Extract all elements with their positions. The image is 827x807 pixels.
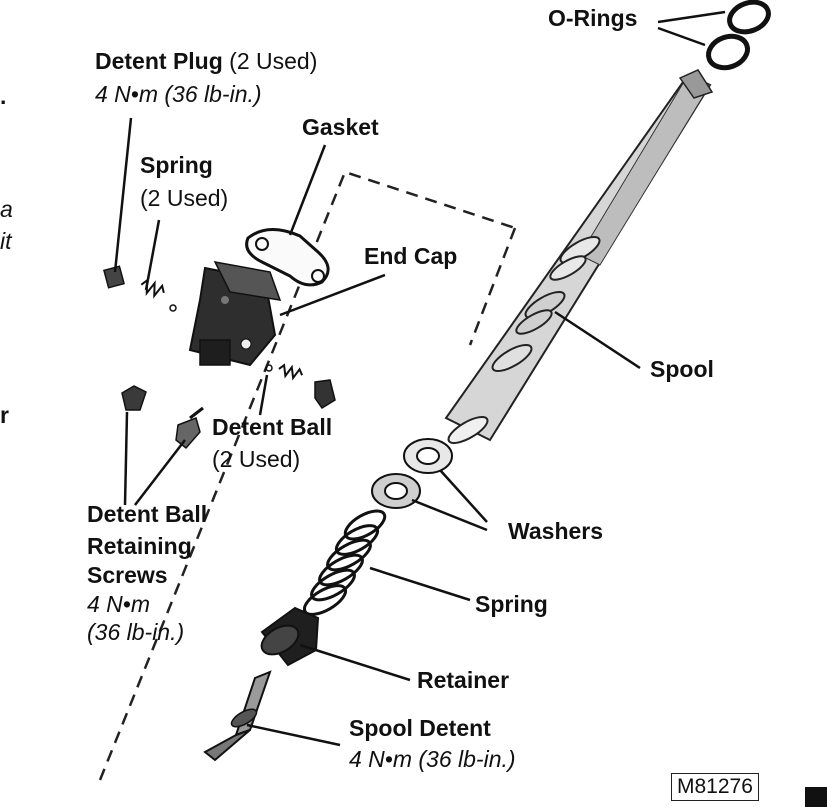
label-detent-ball: Detent Ball (212, 414, 333, 440)
label-detent-plug-qty: (2 Used) (229, 48, 318, 74)
label-detent-ball-qty: (2 Used) (212, 446, 301, 472)
housing-outline-right (468, 227, 517, 346)
label-spool: Spool (650, 356, 714, 382)
label-retaining-screws-torque-1: 4 N•m (87, 591, 151, 617)
label-spring-bottom: Spring (475, 591, 548, 617)
retainer-part (260, 606, 320, 667)
washer-lower (371, 473, 421, 509)
label-o-rings: O-Rings (548, 5, 638, 31)
retaining-screw-lower (175, 406, 204, 450)
leader-lines (113, 10, 726, 747)
corner-marker (805, 787, 827, 807)
label-washers: Washers (508, 518, 604, 544)
label-end-cap: End Cap (364, 243, 458, 269)
spring-main-part (302, 509, 387, 616)
detent-plug-part (103, 265, 125, 289)
o-ring-upper (727, 0, 771, 35)
gasket-part (245, 228, 330, 287)
edge-fragment-1: . (0, 83, 7, 109)
label-detent-plug-torque: 4 N•m (36 lb-in.) (95, 81, 262, 107)
label-spring-top-qty: (2 Used) (140, 185, 229, 211)
washer-upper (403, 438, 453, 474)
spool-part (444, 69, 714, 444)
label-detent-plug-name: Detent Plug (95, 48, 223, 74)
detent-ball-part (265, 363, 336, 410)
figure-id: M81276 (671, 773, 759, 801)
edge-fragment-4: r (0, 402, 9, 428)
o-ring-lower (706, 33, 750, 71)
spool-detent-part (203, 670, 272, 762)
label-spool-detent-torque: 4 N•m (36 lb-in.) (349, 746, 516, 772)
label-retaining-screws-3: Screws (87, 562, 168, 588)
edge-fragment-3: it (0, 228, 12, 254)
label-retaining-screws-2: Retaining (87, 533, 192, 559)
edge-fragment-2: a (0, 196, 13, 222)
label-spring-top: Spring (140, 152, 213, 178)
label-spool-detent: Spool Detent (349, 715, 491, 741)
retaining-screw-upper (121, 385, 147, 411)
label-retaining-screws-1: Detent Ball (87, 501, 208, 527)
end-cap-part (188, 260, 282, 367)
spring-top-part (140, 278, 177, 312)
label-retainer: Retainer (417, 667, 510, 693)
label-retaining-screws-torque-2: (36 lb-in.) (87, 619, 185, 645)
label-gasket: Gasket (302, 114, 379, 140)
label-detent-plug: Detent Plug (2 Used) (95, 48, 317, 76)
